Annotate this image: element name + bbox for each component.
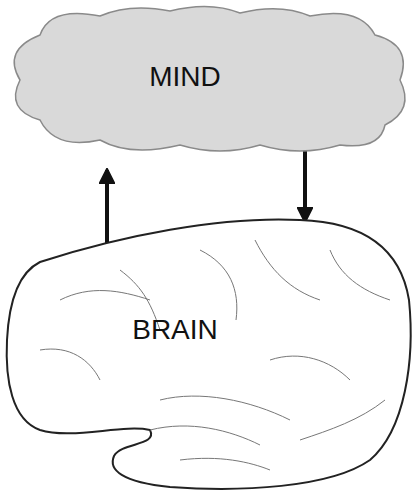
influence-arrow [105,170,109,249]
brain-label: BRAIN [132,315,218,346]
brain-sulcus [270,356,350,380]
brain-node: BRAIN [2,205,416,495]
brain-sulcus [150,426,260,445]
brain-sulcus [180,458,270,470]
brain-sulcus [200,250,237,320]
brain-outline [7,219,411,488]
mind-cloud [14,6,405,151]
brain-sulcus [40,349,100,380]
mind-label: MIND [149,62,221,93]
brain-sulcus [60,291,150,300]
brain-outline [2,205,416,495]
mind-cloud: MIND [4,0,414,160]
brain-sulcus [160,396,290,420]
brain-sulcus [300,400,385,440]
influence-arrow [303,148,307,221]
brain-sulcus [330,250,390,300]
brain-sulcus [255,240,320,300]
